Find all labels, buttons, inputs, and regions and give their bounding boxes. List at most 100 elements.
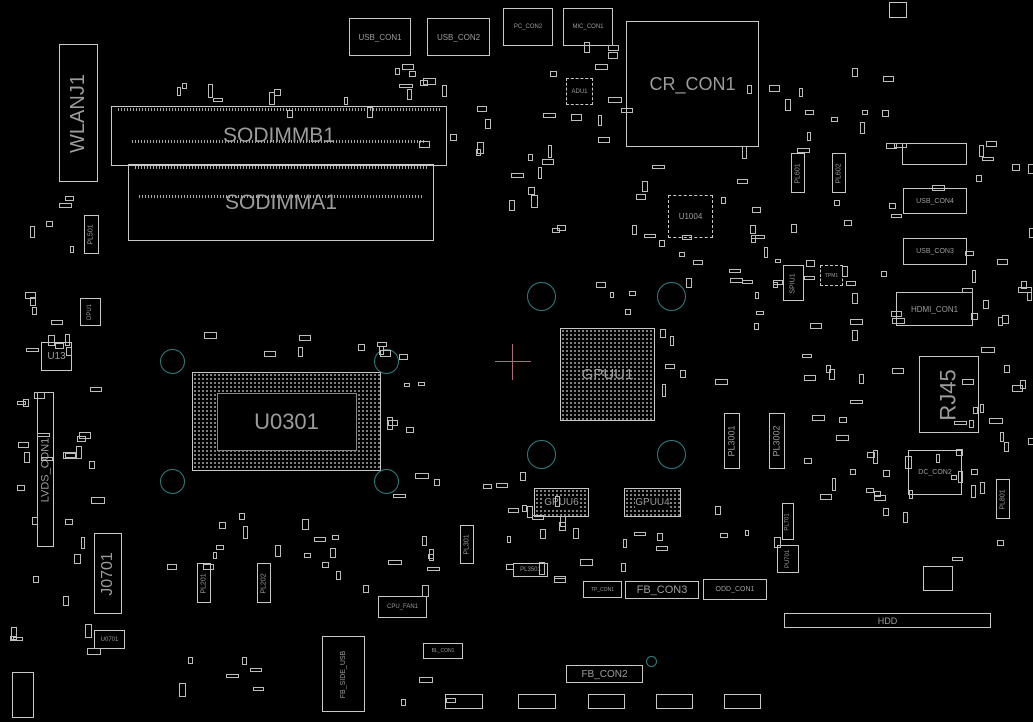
smd-component [745,529,750,536]
smd-component [388,560,403,565]
bottom-left-connector[interactable] [12,672,34,718]
hdmi-con1-connector[interactable]: HDMI_CON1 [896,292,973,326]
pl3002-inductor[interactable]: PL3002 [769,413,785,469]
wlanj1-connector[interactable]: WLANJ1 [59,44,98,182]
smd-component [506,536,512,543]
dpu1-chip[interactable]: DPU1 [80,298,101,326]
smd-component [379,346,384,355]
smd-component [33,392,46,400]
smd-component [485,119,492,129]
smd-component [408,71,417,78]
pl701-inductor[interactable]: PL701 [782,503,794,540]
smd-component [836,435,850,442]
cursor-crosshair [495,344,531,380]
j0701-connector[interactable]: J0701 [94,533,122,614]
pl201-inductor[interactable]: PL201 [197,563,211,603]
u0701-chip[interactable]: U0701 [94,630,125,649]
smd-component [861,110,868,116]
smd-component [669,335,674,346]
smd-component [842,265,848,278]
smd-component [33,576,39,583]
smd-component [997,258,1009,265]
smd-component [756,310,764,315]
smd-component [831,478,837,491]
smd-component [421,536,427,546]
tp-con1-connector[interactable]: TP_CON1 [583,581,622,598]
smd-component [446,697,456,703]
sodimmb1-slot[interactable]: SODIMMB1 [111,106,447,166]
u0301-cpu[interactable]: U0301 [192,372,381,471]
lvds-con1-label: LVDS_CON1 [39,437,52,502]
smd-component [979,482,986,495]
smd-component [831,117,838,123]
bottom-connector[interactable] [724,694,761,709]
pl801-inductor[interactable]: PL801 [996,479,1010,519]
smd-component [658,239,666,247]
smd-component [531,515,545,520]
smd-component [936,454,941,464]
cpu-fan1-connector[interactable]: CPU_FAN1 [378,596,427,618]
fb-con2-connector[interactable]: FB_CON2 [566,665,643,683]
smd-component [269,92,276,105]
sodimma1-label: SODIMMA1 [224,190,337,214]
rj45-connector[interactable]: RJ45 [919,356,979,433]
top-right-connector[interactable] [902,143,967,165]
bottom-connector[interactable] [588,694,625,709]
smd-component [187,656,194,664]
cr-con1-connector[interactable]: CR_CON1 [626,21,759,147]
pc-con2-connector[interactable]: PC_CON2 [503,8,553,46]
smd-component [595,282,607,288]
bottom-connector[interactable] [518,694,556,709]
fb-con3-connector[interactable]: FB_CON3 [625,581,699,599]
smd-component [80,537,86,549]
smd-component [203,564,215,570]
pl3501-inductor[interactable]: PL3501 [513,563,548,577]
bottom-connector[interactable] [656,694,693,709]
usb-con1-connector[interactable]: USB_CON1 [349,18,411,56]
square-part[interactable] [923,566,953,591]
usb-con3-connector[interactable]: USB_CON3 [903,238,967,265]
fb-side-usb-connector[interactable]: FB_SIDE_USB [322,636,365,712]
smd-component [402,64,414,70]
gpuu4-memory[interactable]: GPUU4 [624,488,681,517]
smd-component [971,484,976,498]
smd-component [79,432,92,440]
smd-component [26,348,40,353]
bottom-connector[interactable] [445,694,483,709]
smd-component [63,596,69,606]
gpuu1-chip[interactable]: GPUU1 [560,328,655,421]
top-right-small-part[interactable] [889,2,907,18]
usb-con4-connector[interactable]: USB_CON4 [903,188,967,214]
spiu1-chip[interactable]: SPIU1 [783,265,804,301]
pl501-inductor[interactable]: PL501 [84,215,99,254]
pl601-inductor[interactable]: PL601 [791,153,805,193]
smd-component [850,469,857,476]
mounting-hole [527,440,556,469]
usb-con2-connector[interactable]: USB_CON2 [427,18,490,56]
u1004-label: U1004 [678,212,703,221]
smd-component [392,493,406,499]
u1004-chip[interactable]: U1004 [668,195,713,238]
mic-con1-connector[interactable]: MIC_CON1 [563,8,613,46]
pl602-inductor[interactable]: PL602 [832,153,846,193]
pl202-inductor[interactable]: PL202 [257,563,271,603]
u13-chip[interactable]: U13 [41,342,72,371]
sodimma1-slot[interactable]: SODIMMA1 [128,164,434,241]
pl3002-label: PL3002 [772,425,782,457]
odd-con1-connector[interactable]: ODD_CON1 [703,579,767,600]
dc-con2-connector[interactable]: DC_CON2 [908,450,962,495]
gpuu6-memory[interactable]: GPUU6 [534,488,589,517]
lvds-con1-connector[interactable]: LVDS_CON1 [37,392,54,547]
tpm1-chip[interactable]: TPM1 [820,265,843,286]
pl301-inductor[interactable]: PL301 [460,525,474,564]
smd-component [66,347,72,356]
hdd-connector[interactable]: HDD [784,613,991,628]
smd-component [982,300,989,309]
adu1-chip[interactable]: ADU1 [566,78,593,105]
pl301-label: PL301 [463,534,471,555]
smd-component [508,199,515,212]
fb-con2-label: FB_CON2 [581,668,628,680]
pu701-chip[interactable]: PU701 [777,545,799,573]
pl3001-inductor[interactable]: PL3001 [724,413,740,469]
bl-con1-connector[interactable]: BL_CON1 [423,643,463,659]
